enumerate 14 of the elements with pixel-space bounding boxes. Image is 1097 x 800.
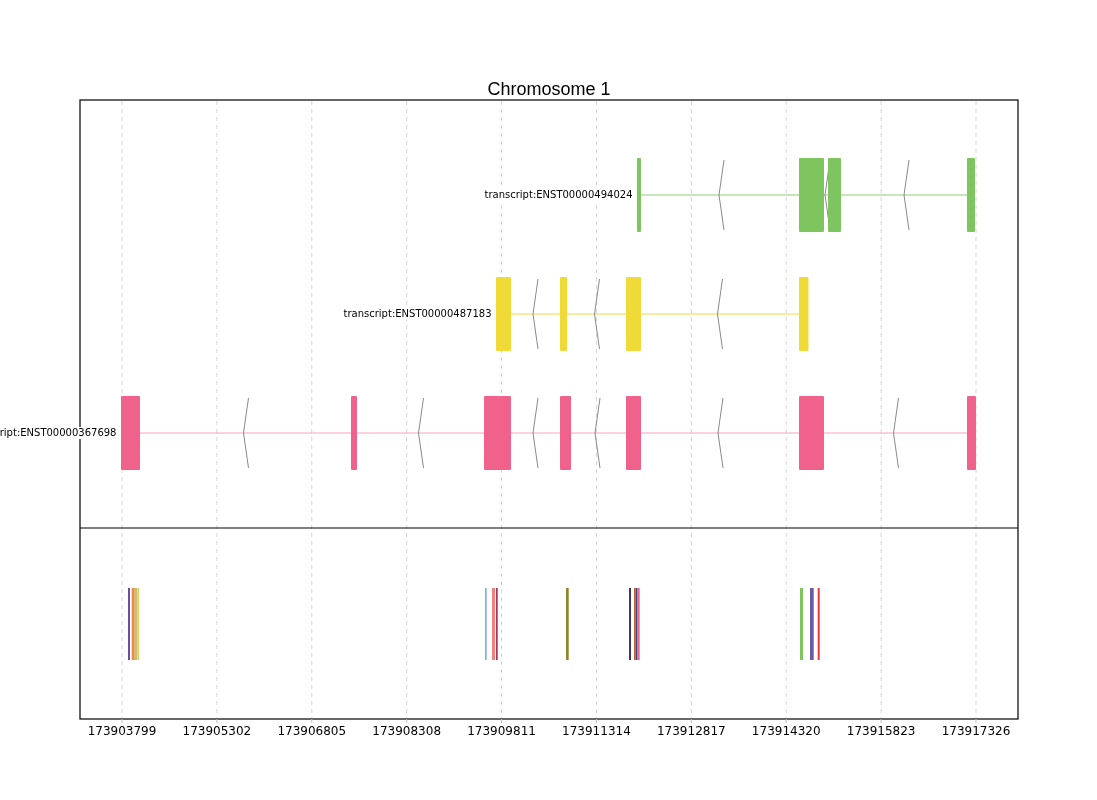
axis-tick-label: 173909811 bbox=[467, 724, 536, 738]
axis-tick-label: 173914320 bbox=[751, 724, 821, 738]
track-label: transcript:ENST00000487183 bbox=[342, 308, 493, 320]
axis-tick-label: 173912817 bbox=[656, 724, 726, 738]
axis-tick-label: 173905302 bbox=[182, 724, 252, 738]
chart-title: Chromosome 1 bbox=[487, 78, 611, 100]
axis-tick-label: 173906805 bbox=[277, 724, 347, 738]
track-label: transcript:ENST00000494024 bbox=[483, 189, 634, 201]
axis-tick-label: 173903799 bbox=[87, 724, 157, 738]
track-label: ript:ENST00000367698 bbox=[0, 427, 118, 439]
axis-tick-label: 173917326 bbox=[941, 724, 1011, 738]
axis-tick-label: 173915823 bbox=[846, 724, 916, 738]
axis-tick-label: 173911314 bbox=[562, 724, 631, 738]
axis-tick-label: 173908308 bbox=[372, 724, 441, 738]
